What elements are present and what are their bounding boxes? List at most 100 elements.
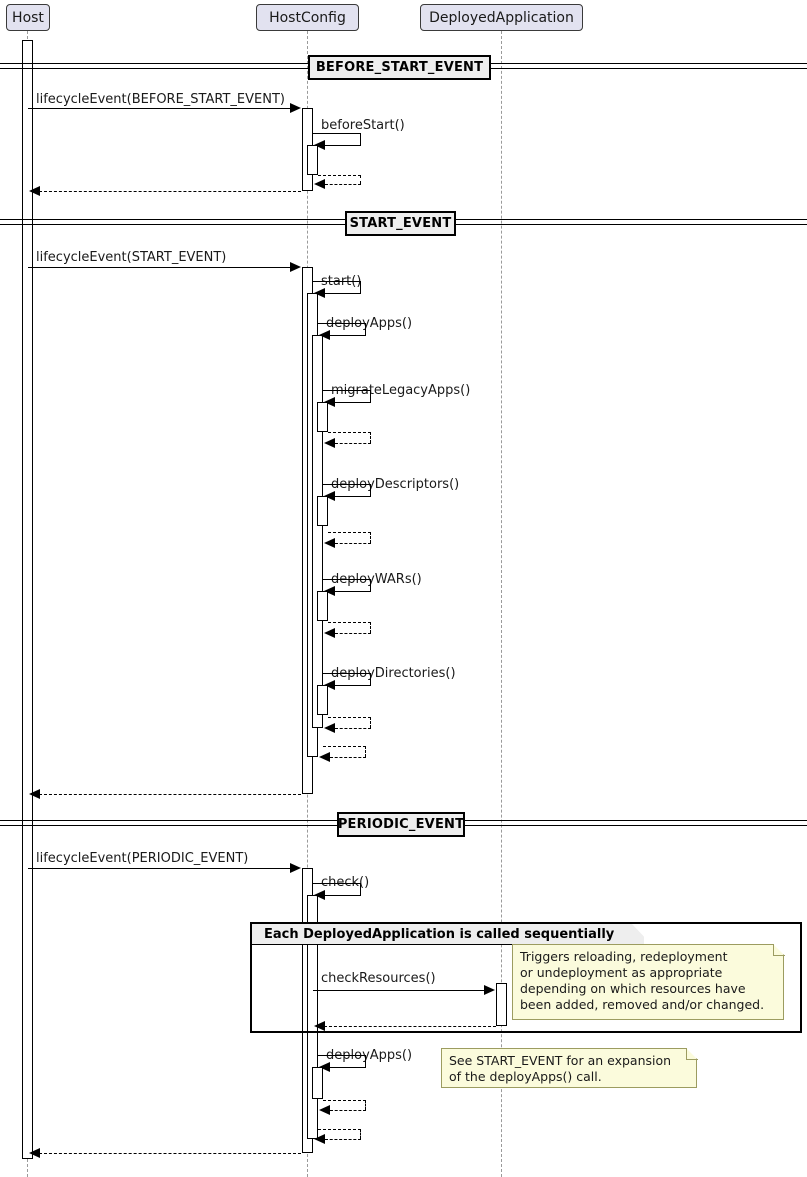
message-label-deploy-apps-periodic: deployApps() <box>326 1048 413 1063</box>
message-line-deploy-apps-start-in <box>330 335 366 336</box>
divider-start-event-label: START_EVENT <box>349 216 452 231</box>
message-line-check-return-out <box>318 1129 361 1130</box>
message-line-deploy-apps-start-out <box>318 323 366 324</box>
message-line-start-out <box>313 281 361 282</box>
message-line-check-out <box>313 883 361 884</box>
message-vert-deploy-descriptors <box>370 484 371 496</box>
message-arrowhead-deploy-apps-periodic <box>319 1062 330 1072</box>
message-arrowhead-deploy-descriptors <box>324 491 335 501</box>
message-arrowhead-deploy-wars <box>324 586 335 596</box>
message-arrowhead-lifecycle-before-start <box>290 103 301 113</box>
message-line-check-in <box>325 895 361 896</box>
message-label-lifecycle-before-start: lifecycleEvent(BEFORE_START_EVENT) <box>36 92 285 107</box>
message-line-deploy-directories-return-out <box>328 717 371 718</box>
participant-deployedapplication[interactable]: DeployedApplication <box>420 4 583 31</box>
message-label-deploy-directories: deployDirectories() <box>331 666 456 681</box>
message-line-deploy-apps-start-return-out <box>323 746 366 747</box>
message-line-migrate-legacy-apps-return-in <box>335 443 371 444</box>
note-check-resources-fold-icon <box>773 944 785 956</box>
message-vert-migrate-legacy-apps-return <box>370 432 371 443</box>
message-arrowhead-deploy-wars-return <box>324 628 335 638</box>
message-vert-before-start-return <box>360 175 361 184</box>
activation-hostconfig-before-start-l2 <box>307 145 318 175</box>
message-label-check-resources: checkResources() <box>321 971 436 986</box>
message-label-deploy-wars: deployWARs() <box>331 572 422 587</box>
message-line-deploy-apps-start-return-in <box>330 757 366 758</box>
message-label-migrate-legacy-apps: migrateLegacyApps() <box>331 383 471 398</box>
participant-deployedapplication-label: DeployedApplication <box>429 9 574 26</box>
message-arrowhead-migrate-legacy-apps <box>324 397 335 407</box>
message-arrowhead-check-resources <box>484 985 495 995</box>
message-line-return-before-start <box>39 191 301 192</box>
message-line-deploy-descriptors-out <box>323 484 371 485</box>
message-line-deploy-wars-return-out <box>328 622 371 623</box>
message-arrowhead-deploy-apps-periodic-return <box>319 1105 330 1115</box>
message-arrowhead-migrate-legacy-apps-return <box>324 438 335 448</box>
message-label-lifecycle-periodic: lifecycleEvent(PERIODIC_EVENT) <box>36 851 249 866</box>
message-line-before-start-return-in <box>325 184 361 185</box>
message-vert-start <box>360 281 361 293</box>
message-vert-deploy-wars <box>370 579 371 591</box>
message-line-before-start-in <box>325 145 361 146</box>
note-check-resources: Triggers reloading, redeployment or unde… <box>512 944 784 1020</box>
message-arrowhead-return-before-start <box>29 186 40 196</box>
message-arrowhead-lifecycle-start <box>290 262 301 272</box>
note-deploy-apps: See START_EVENT for an expansion of the … <box>441 1048 697 1088</box>
message-line-lifecycle-before-start <box>28 108 296 109</box>
message-line-check-return-in <box>325 1139 361 1140</box>
participant-host-label: Host <box>12 9 44 26</box>
message-vert-deploy-descriptors-return <box>370 532 371 543</box>
message-label-deploy-descriptors: deployDescriptors() <box>331 477 460 492</box>
activation-hostconfig-deploy-apps-periodic <box>312 1067 323 1099</box>
message-vert-check <box>360 883 361 895</box>
message-line-lifecycle-start <box>28 267 296 268</box>
message-line-return-start <box>39 794 301 795</box>
message-label-lifecycle-start: lifecycleEvent(START_EVENT) <box>36 250 227 265</box>
message-arrowhead-before-start-return <box>314 179 325 189</box>
message-line-deploy-directories-out <box>323 673 371 674</box>
message-arrowhead-deploy-directories-return <box>324 723 335 733</box>
message-line-deploy-apps-periodic-return-out <box>323 1100 366 1101</box>
message-label-check: check() <box>321 875 370 890</box>
message-vert-deploy-wars-return <box>370 622 371 633</box>
message-line-deploy-descriptors-return-out <box>328 532 371 533</box>
message-vert-deploy-directories-return <box>370 717 371 728</box>
message-vert-deploy-apps-start <box>365 323 366 335</box>
divider-before-start-event: BEFORE_START_EVENT <box>308 55 491 80</box>
message-line-migrate-legacy-apps-in <box>335 402 371 403</box>
message-line-deploy-descriptors-in <box>335 496 371 497</box>
message-line-before-start-return-out <box>318 175 361 176</box>
message-vert-deploy-directories <box>370 673 371 685</box>
message-line-deploy-apps-periodic-in <box>330 1067 366 1068</box>
message-vert-deploy-apps-start-return <box>365 746 366 757</box>
message-arrowhead-check-return <box>314 1134 325 1144</box>
message-arrowhead-deploy-directories <box>324 680 335 690</box>
message-line-migrate-legacy-apps-return-out <box>328 432 371 433</box>
message-line-deploy-wars-out <box>323 579 371 580</box>
message-line-deploy-wars-in <box>335 591 371 592</box>
group-frame-each-deployed-application <box>250 922 802 1033</box>
message-label-before-start: beforeStart() <box>321 118 405 133</box>
message-arrowhead-deploy-apps-start-return <box>319 752 330 762</box>
message-line-deploy-apps-periodic-out <box>318 1055 366 1056</box>
message-line-deploy-wars-return-in <box>335 633 371 634</box>
group-header-each-deployed-application: Each DeployedApplication is called seque… <box>252 924 644 945</box>
divider-periodic-event: PERIODIC_EVENT <box>337 812 465 837</box>
message-vert-check-return <box>360 1129 361 1139</box>
message-vert-before-start <box>360 133 361 145</box>
message-line-start-in <box>325 293 361 294</box>
message-vert-deploy-apps-periodic-return <box>365 1100 366 1110</box>
group-header-label: Each DeployedApplication is called seque… <box>264 926 615 942</box>
participant-hostconfig[interactable]: HostConfig <box>256 4 359 31</box>
note-deploy-apps-fold-icon <box>686 1048 698 1060</box>
message-line-return-periodic <box>39 1153 301 1154</box>
activation-hostconfig-deploy-descriptors <box>317 496 328 526</box>
participant-host[interactable]: Host <box>6 4 50 31</box>
message-line-check-resources <box>313 990 490 991</box>
activation-host <box>22 40 33 1159</box>
activation-hostconfig-periodic-l2 <box>307 895 318 1139</box>
activation-hostconfig-migrate-legacy-apps <box>317 402 328 432</box>
message-arrowhead-return-start <box>29 789 40 799</box>
message-line-deploy-descriptors-return-in <box>335 543 371 544</box>
